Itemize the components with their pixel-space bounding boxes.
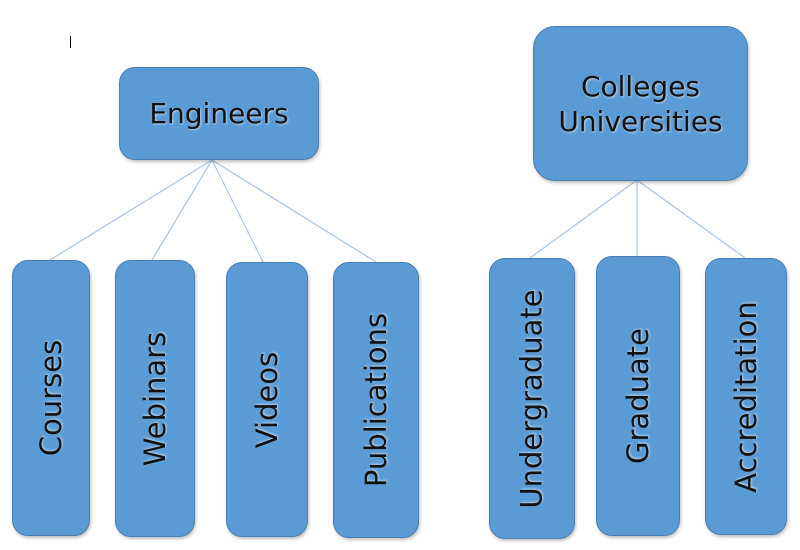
- node-accreditation-label: Accreditation: [729, 300, 764, 493]
- connector-engineers-publications: [211, 159, 377, 263]
- text-cursor: [70, 36, 71, 48]
- node-undergraduate[interactable]: Undergraduate: [489, 258, 575, 539]
- node-engineers-label: Engineers: [149, 96, 288, 131]
- node-undergraduate-label: Undergraduate: [515, 288, 549, 509]
- node-engineers[interactable]: Engineers: [119, 67, 319, 160]
- node-colleges-universities-label: Colleges Universities: [558, 69, 722, 139]
- node-graduate-label: Graduate: [621, 328, 655, 464]
- node-engineers-label-line-1: Engineers: [149, 97, 289, 130]
- node-videos[interactable]: Videos: [226, 262, 308, 537]
- connector-engineers-videos: [211, 159, 264, 263]
- node-courses-label: Courses: [34, 339, 69, 457]
- node-webinars-label: Webinars: [138, 331, 172, 466]
- node-colleges-universities-label-line-1: Colleges: [580, 69, 701, 103]
- connector-colleges-undergraduate: [529, 179, 638, 259]
- connector-colleges-accreditation: [636, 179, 746, 259]
- node-colleges-universities[interactable]: Colleges Universities: [533, 26, 748, 181]
- connector-engineers-courses: [49, 159, 213, 261]
- node-graduate[interactable]: Graduate: [596, 256, 680, 536]
- node-publications[interactable]: Publications: [333, 262, 419, 538]
- node-accreditation[interactable]: Accreditation: [705, 258, 787, 535]
- node-videos-label: Videos: [250, 351, 284, 448]
- node-courses[interactable]: Courses: [12, 260, 90, 536]
- node-publications-label: Publications: [359, 312, 394, 488]
- connector-engineers-webinars: [151, 159, 213, 261]
- node-webinars[interactable]: Webinars: [115, 260, 195, 537]
- node-colleges-universities-label-line-2: Universities: [558, 104, 723, 138]
